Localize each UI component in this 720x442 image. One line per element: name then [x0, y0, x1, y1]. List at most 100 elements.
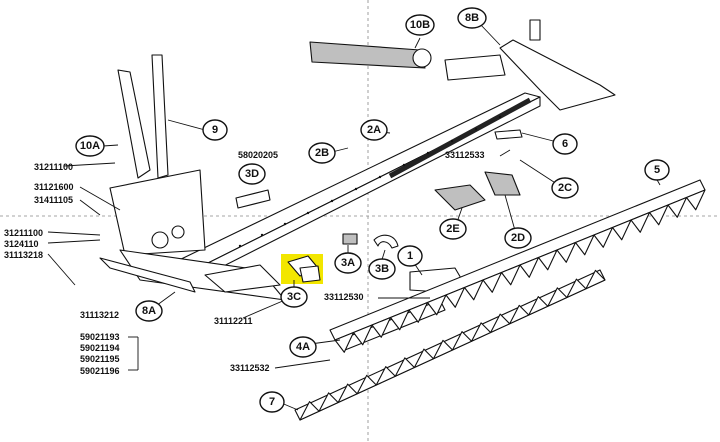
- callout-2c: 2C: [551, 177, 579, 199]
- wear-plate-6: [494, 129, 523, 140]
- callout-8a-label: 8A: [142, 305, 156, 317]
- part-number-31113212: 31113212: [80, 310, 119, 320]
- plate-3d: [235, 189, 271, 209]
- callout-3d-label: 3D: [245, 168, 259, 180]
- tooth-section: [566, 278, 587, 299]
- knife-assembly-7: [294, 269, 606, 421]
- bar-holes: [238, 115, 502, 248]
- callout-3c: 3C: [280, 286, 308, 308]
- callout-10a: 10A: [75, 135, 105, 157]
- callout-3a-label: 3A: [341, 257, 355, 269]
- tooth-section: [352, 324, 373, 346]
- tooth-section: [413, 348, 434, 369]
- inner-shoe: [109, 54, 286, 301]
- tooth-section: [528, 296, 549, 316]
- tooth-section: [648, 204, 669, 226]
- tooth-section: [556, 241, 577, 263]
- tooth-section: [371, 316, 392, 338]
- skid-8a: [99, 257, 196, 293]
- callout-9: 9: [202, 119, 228, 141]
- tooth-section: [337, 383, 358, 404]
- tooth-section: [471, 322, 492, 342]
- callout-3a: 3A: [334, 252, 362, 274]
- callout-2b: 2B: [308, 142, 336, 164]
- callout-10b: 10B: [405, 14, 435, 36]
- part-number-59021195: 59021195: [80, 354, 120, 364]
- part-number-31211100: 31211100: [34, 162, 73, 172]
- callout-2e-label: 2E: [446, 223, 459, 235]
- callout-1-label: 1: [407, 250, 413, 262]
- tooth-section: [630, 211, 651, 233]
- tooth-section: [537, 249, 558, 271]
- tooth-section: [500, 264, 521, 286]
- callout-8b-label: 8B: [465, 12, 479, 24]
- tooth-section: [509, 304, 530, 325]
- tooth-section: [463, 279, 484, 301]
- tooth-section: [375, 366, 396, 386]
- callout-2c-label: 2C: [558, 182, 572, 194]
- part-number-31112211: 31112211: [214, 316, 253, 326]
- guard-2d: [484, 171, 521, 196]
- callout-4a-label: 4A: [296, 341, 310, 353]
- part-number-31121600: 31121600: [34, 182, 74, 192]
- part-number-59021196: 59021196: [80, 366, 120, 376]
- part-number-59021193: 59021193: [80, 332, 120, 342]
- tooth-section: [685, 189, 706, 211]
- tooth-section: [389, 309, 410, 331]
- part-number-33112532: 33112532: [230, 363, 270, 373]
- guard-2e: [434, 184, 486, 211]
- callout-2b-label: 2B: [315, 147, 329, 159]
- tooth-section: [318, 392, 339, 412]
- callout-4a: 4A: [289, 336, 317, 358]
- clip-3a: [342, 233, 358, 245]
- tooth-section: [408, 301, 429, 323]
- callout-8a: 8A: [135, 300, 163, 322]
- callout-8b: 8B: [457, 7, 487, 29]
- handle-10b: [309, 41, 432, 69]
- clip-3c-highlighted: [281, 254, 323, 284]
- callout-2e: 2E: [439, 218, 467, 240]
- tooth-section: [585, 269, 606, 290]
- part-number-33112533: 33112533: [445, 150, 485, 160]
- callout-3b-label: 3B: [375, 263, 389, 275]
- callout-10b-label: 10B: [410, 19, 430, 31]
- callout-9-label: 9: [212, 124, 218, 136]
- tooth-section: [299, 401, 320, 421]
- callout-7: 7: [259, 391, 285, 413]
- tooth-section: [432, 339, 454, 360]
- callout-6: 6: [552, 133, 578, 155]
- tooth-section: [356, 374, 377, 395]
- tooth-section: [334, 331, 355, 353]
- part-number-58020205: 58020205: [238, 150, 278, 160]
- tooth-section: [593, 226, 614, 248]
- callout-2a: 2A: [360, 119, 388, 141]
- tooth-section: [547, 287, 568, 307]
- callout-2d-label: 2D: [511, 232, 525, 244]
- tooth-section: [611, 219, 632, 241]
- callout-7-label: 7: [269, 396, 275, 408]
- callout-3d: 3D: [238, 163, 266, 185]
- callout-2d: 2D: [504, 227, 532, 249]
- callout-2a-label: 2A: [367, 124, 381, 136]
- callout-5-label: 5: [654, 164, 660, 176]
- tooth-section: [519, 256, 540, 278]
- part-number-31113218: 31113218: [4, 250, 43, 260]
- tooth-section: [482, 271, 503, 293]
- tooth-section: [445, 286, 466, 308]
- clip-3b: [373, 234, 399, 249]
- part-number-31211100-b: 31211100: [4, 228, 43, 238]
- callout-3b: 3B: [368, 258, 396, 280]
- part-number-31411105: 31411105: [34, 195, 73, 205]
- callout-5: 5: [644, 159, 670, 181]
- tooth-section: [426, 294, 447, 316]
- tooth-section: [667, 196, 688, 218]
- callout-1: 1: [397, 245, 423, 267]
- callout-10a-label: 10A: [80, 140, 100, 152]
- outer-shoe-8b: [444, 19, 616, 111]
- tooth-section: [394, 357, 415, 377]
- part-number-33112530: 33112530: [324, 292, 364, 302]
- callout-6-label: 6: [562, 138, 568, 150]
- tooth-section: [574, 234, 595, 256]
